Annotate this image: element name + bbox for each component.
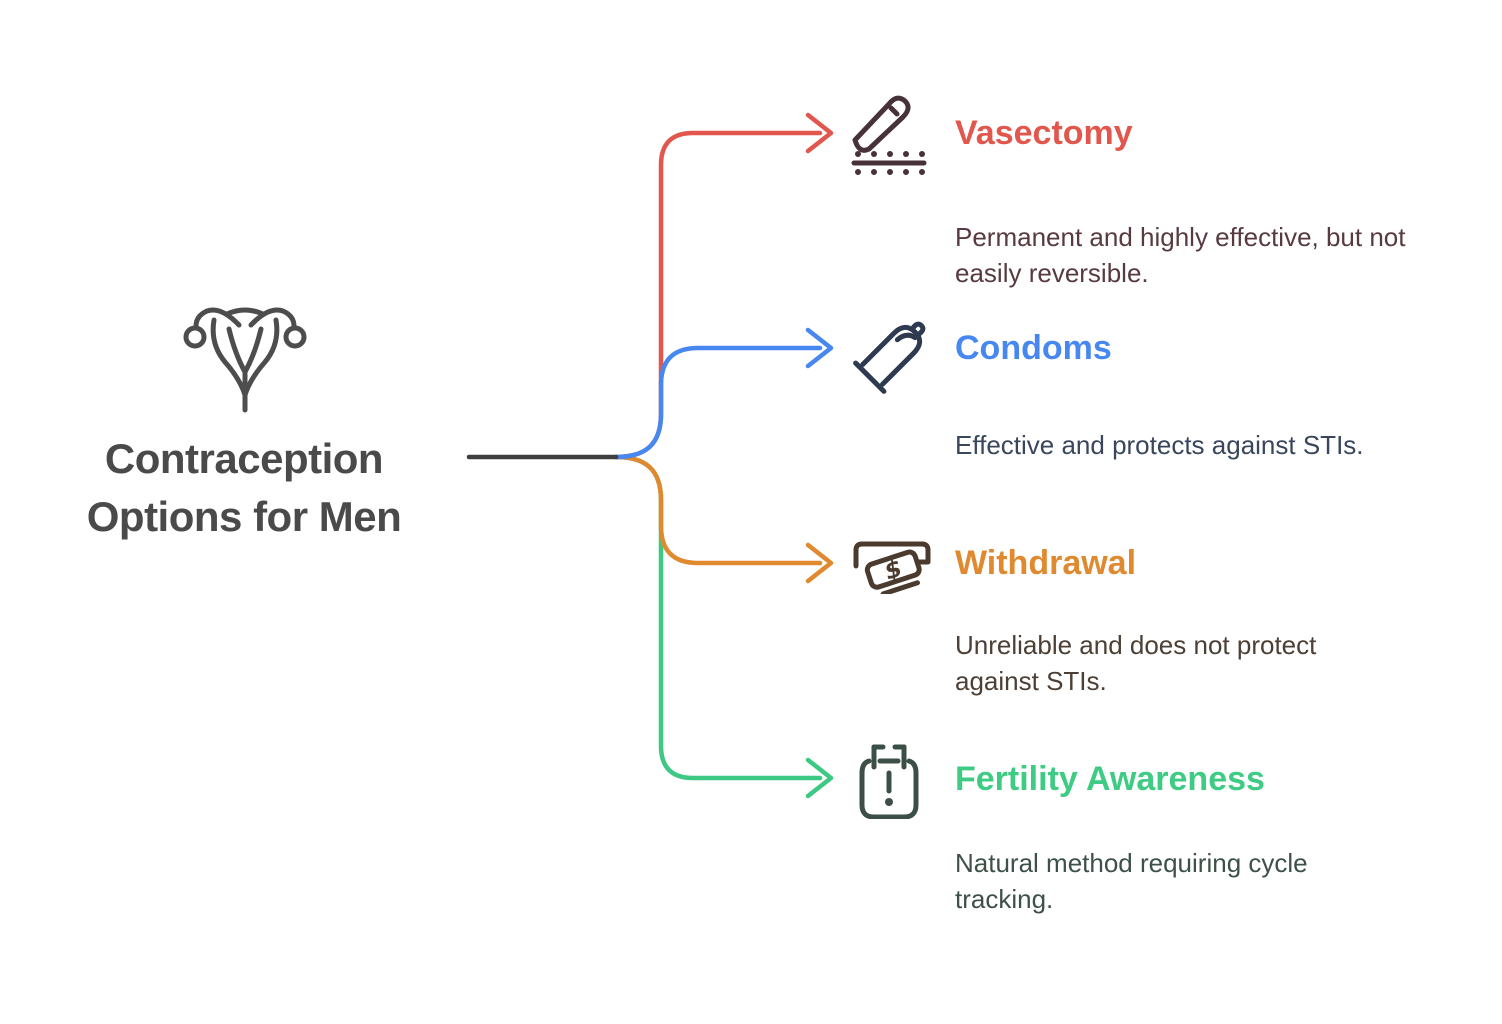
branch-description-withdrawal: Unreliable and does not protect against …	[955, 630, 1317, 696]
cash-withdrawal-icon: $	[853, 541, 931, 594]
branch-description-condoms: Effective and protects against STIs.	[955, 430, 1364, 460]
root-title-line-1: Contraception	[104, 435, 384, 482]
branch-title-fertility-awareness: Fertility Awareness	[955, 760, 1265, 798]
branch-title-vasectomy: Vasectomy	[955, 114, 1133, 152]
connector-withdrawal	[613, 454, 834, 584]
arrowhead-condoms	[805, 327, 834, 369]
root-title-line-2: Options for Men	[86, 493, 402, 540]
condom-icon	[853, 321, 926, 394]
scalpel-incision-icon	[851, 95, 927, 175]
connector-vasectomy	[613, 112, 834, 460]
branch-title-condoms: Condoms	[955, 329, 1112, 367]
branch-description-fertility-awareness: Natural method requiring cycle tracking.	[955, 848, 1308, 914]
connector-condoms	[613, 327, 834, 460]
branch-description-vasectomy: Permanent and highly effective, but not …	[955, 222, 1406, 288]
arrowhead-fertility-awareness	[805, 757, 834, 799]
root-title: Contraception Options for Men	[20, 430, 468, 546]
arrowhead-vasectomy	[805, 112, 834, 154]
connector-fertility-awareness	[613, 454, 834, 799]
uterus-icon	[183, 307, 307, 413]
arrowhead-withdrawal	[805, 542, 834, 584]
branch-title-withdrawal: Withdrawal	[955, 544, 1137, 582]
calendar-alert-icon	[859, 744, 919, 819]
